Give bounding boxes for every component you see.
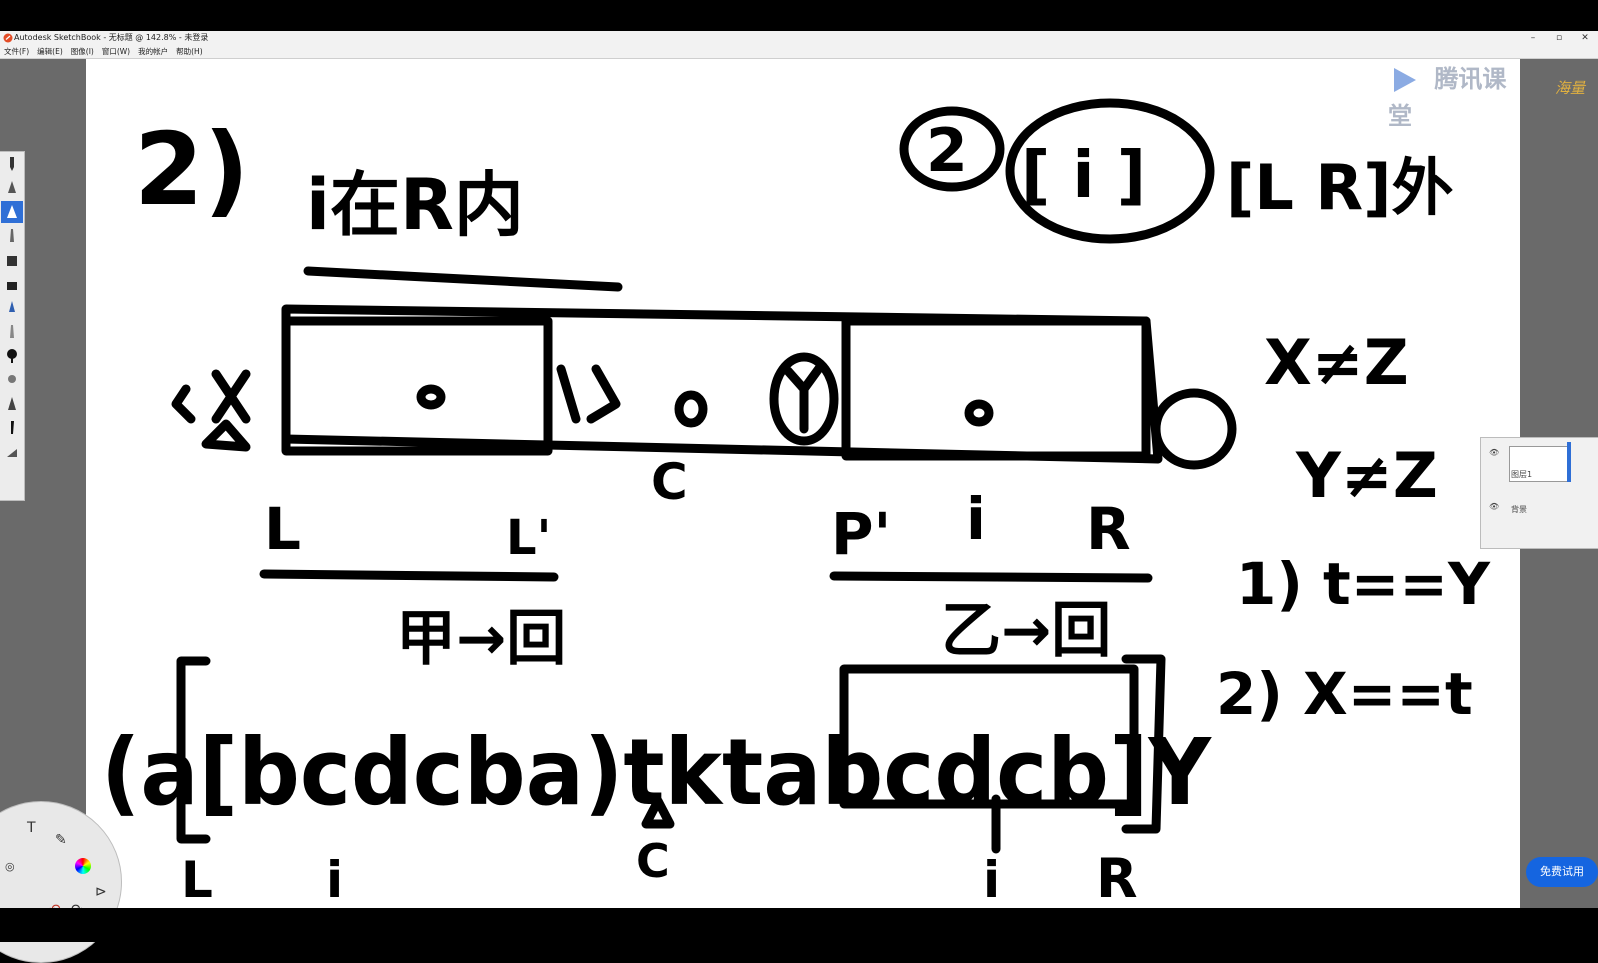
window-title: Autodesk SketchBook - 无标题 @ 142.8% - 未登录 (14, 33, 209, 42)
sketch-bottom-i2: i (983, 851, 1000, 908)
ink-pen-icon[interactable] (1, 297, 23, 319)
menu-image[interactable]: 图像(I) (70, 47, 94, 56)
marker-icon[interactable] (1, 225, 23, 247)
circle-around-i (1005, 98, 1215, 244)
eye-icon[interactable]: 👁 (1489, 502, 1500, 511)
sketch-bottom-R: R (1096, 847, 1138, 908)
layer-name: 图层1 (1511, 469, 1533, 480)
close-button[interactable]: ✕ (1581, 33, 1589, 43)
sketch-bracket-LR: [L R]外 (1226, 151, 1454, 224)
sketch-bottom-L: L (181, 851, 213, 908)
menu-account[interactable]: 我的帐户 (138, 47, 169, 56)
corner-watermark: 海量 (1555, 79, 1586, 97)
right-box (841, 316, 1151, 461)
letterbox-top (0, 0, 1598, 31)
text-tool-icon[interactable]: T (27, 820, 36, 836)
maximize-button[interactable]: ▫ (1555, 33, 1563, 43)
eye-icon[interactable]: 👁 (1489, 448, 1500, 457)
sketch-cond4: 2) X==t (1216, 660, 1473, 728)
sketch-label-R: R (1086, 495, 1131, 563)
sketch-top-left: 2) (134, 111, 249, 228)
select-tool-icon[interactable]: ⊳ (95, 884, 107, 900)
brush-size-icon[interactable]: ◎ (5, 860, 15, 873)
t-mark (556, 364, 621, 424)
left-xz-mark (171, 369, 251, 424)
sketch-cond3: 1) t==Y (1236, 550, 1491, 618)
y-mark (783, 362, 825, 434)
pencil-icon[interactable] (1, 153, 23, 175)
bottom-right-box (839, 664, 1139, 809)
bottom-triangle (641, 796, 675, 829)
outer-band (281, 304, 1163, 464)
left-bracket (176, 656, 211, 844)
sketch-bottom-c: C (636, 834, 670, 888)
sketch-label-c-mid: C (651, 453, 688, 511)
blur-icon[interactable] (1, 393, 23, 415)
sketch-cond2: Y≠Z (1295, 439, 1438, 512)
layer-row-background[interactable]: 👁 背景 (1481, 494, 1598, 534)
watermark-text: 腾讯课堂 (1388, 65, 1507, 130)
sketch-label-L: L (264, 495, 301, 563)
smudge-icon[interactable] (1, 369, 23, 391)
layers-panel: 👁 图层1 👁 背景 (1480, 437, 1598, 549)
sketch-bracket-i: [ i ] (1021, 139, 1146, 213)
circle-around-2 (899, 106, 1005, 192)
menu-help[interactable]: 帮助(H) (176, 47, 203, 56)
title-bar: Autodesk SketchBook - 无标题 @ 142.8% - 未登录… (0, 31, 1598, 45)
sketch-label-L-prime: L' (506, 510, 551, 566)
minimize-button[interactable]: – (1530, 33, 1536, 43)
pen-icon[interactable] (1, 177, 23, 199)
sketch-jia-to: 甲→回 (396, 604, 566, 674)
sketch-circled-num: 2 (926, 116, 968, 186)
sketch-bottom-i: i (326, 851, 343, 908)
sketchbook-window: Autodesk SketchBook - 无标题 @ 142.8% - 未登录… (0, 31, 1598, 963)
eraser-hard-icon[interactable] (1, 273, 23, 295)
layer-selection-indicator (1567, 442, 1571, 482)
menu-edit[interactable]: 编辑(E) (37, 47, 63, 56)
airbrush-icon[interactable] (1, 201, 23, 223)
circle-z (1151, 388, 1237, 470)
right-underline (829, 571, 1153, 583)
layer-row-1[interactable]: 👁 图层1 (1481, 442, 1598, 482)
sketch-cond1: X≠Z (1264, 326, 1409, 399)
paint-brush-icon[interactable] (1, 345, 23, 367)
color-wheel-icon[interactable] (75, 858, 91, 874)
circle-y (769, 352, 839, 446)
sketch-yi-to: 乙→回 (941, 596, 1111, 666)
menu-bar: 文件(F) 编辑(E) 图像(I) 窗口(W) 我的帐户帮助(H) (0, 45, 1598, 59)
layer-name: 背景 (1511, 505, 1527, 514)
fill-icon[interactable] (1, 441, 23, 463)
brush-icon[interactable] (1, 321, 23, 343)
handwritten-sketch: 2) i在R内 2 [ i ] [L R]外 (101, 98, 1491, 908)
calligraphy-icon[interactable] (1, 417, 23, 439)
heading-underline (303, 266, 623, 292)
sketch-heading-left: i在R内 (306, 164, 524, 246)
left-box (281, 316, 553, 456)
free-trial-button[interactable]: 免费试用 (1526, 857, 1598, 887)
right-bracket (1121, 654, 1166, 834)
drawing-canvas[interactable]: 2) i在R内 2 [ i ] [L R]外 (86, 59, 1520, 908)
menu-window[interactable]: 窗口(W) (101, 47, 131, 56)
play-logo-icon (1394, 68, 1416, 92)
eraser-icon[interactable] (1, 249, 23, 271)
brush-toolbar (0, 151, 25, 501)
sketch-label-i: i (966, 485, 986, 553)
watermark: 腾讯课堂 (1388, 59, 1520, 131)
mid-dot (674, 390, 708, 428)
left-underline (259, 569, 559, 582)
letterbox-bottom (0, 908, 1598, 942)
sketch-label-p-prime: P' (831, 500, 891, 568)
left-box-center (416, 384, 446, 410)
brush-tool-icon[interactable]: ✎ (55, 832, 67, 848)
left-triangle (201, 419, 251, 452)
right-box-center (964, 399, 994, 427)
menu-file[interactable]: 文件(F) (4, 47, 30, 56)
app-logo-icon (3, 33, 13, 43)
